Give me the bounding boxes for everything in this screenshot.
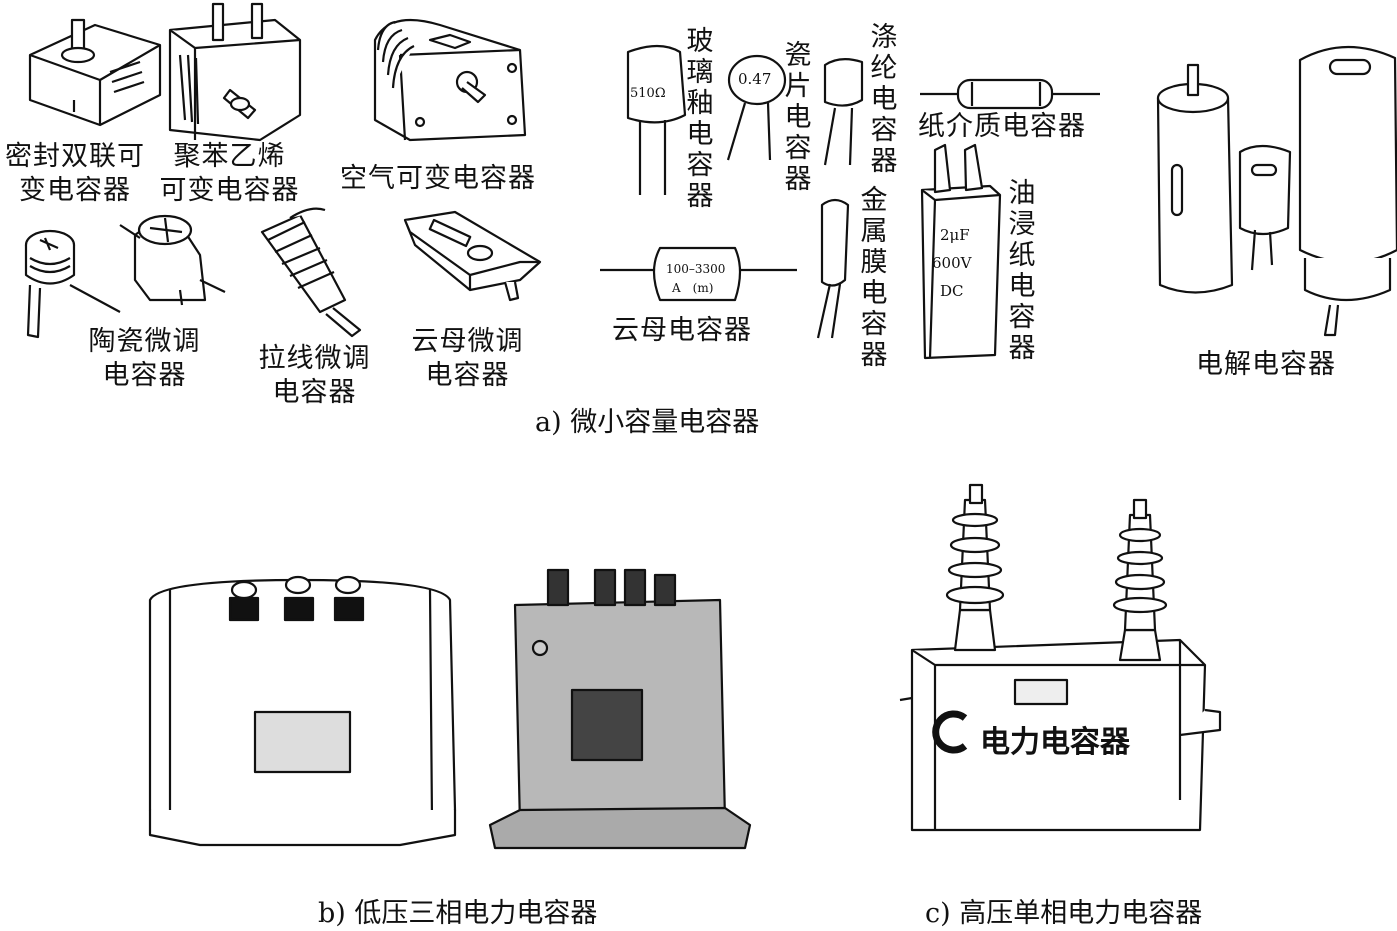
label-polyester: 涤纶电容器: [870, 22, 898, 177]
label-glass-glaze: 玻璃釉电容器: [686, 26, 714, 212]
label-line: 电容器: [272, 377, 357, 408]
label-line: 电容器: [425, 360, 510, 391]
label-ceramic-disc: 瓷片电容器: [784, 40, 812, 195]
label-line: 可变电容器: [159, 175, 300, 206]
label-mica-trim: 云母微调 电容器: [405, 325, 530, 393]
ceramic-trim-capacitor-drawing: [24, 214, 226, 339]
oil-paper-marking-line3: DC: [940, 282, 964, 300]
low-voltage-capacitor-1-drawing: [148, 575, 457, 847]
mica-capacitor-drawing: [600, 246, 797, 302]
label-sealed-dual: 密封双联可 变电容器: [0, 140, 150, 208]
label-polystyrene: 聚苯乙烯 可变电容器: [152, 140, 307, 208]
label-mica: 云母电容器: [612, 315, 752, 346]
label-line: 聚苯乙烯: [173, 141, 286, 172]
paper-capacitor-drawing: [920, 78, 1100, 110]
label-line: 拉线微调: [258, 343, 371, 374]
label-line: 电容器: [102, 360, 187, 391]
ceramic-disc-marking: 0.47: [738, 70, 771, 88]
label-metal-film: 金属膜电容器: [860, 185, 888, 371]
low-voltage-capacitor-2-drawing: [488, 568, 752, 850]
label-ceramic-trim: 陶瓷微调 电容器: [82, 325, 207, 393]
oil-paper-marking-line1: 2μF: [940, 226, 970, 244]
caption-section-a: a) 微小容量电容器: [535, 407, 760, 438]
label-oil-paper: 油浸纸电容器: [1008, 178, 1036, 364]
hv-body-label: 电力电容器: [980, 725, 1131, 760]
glass-glaze-marking: 510Ω: [630, 86, 666, 101]
electrolytic-capacitor-drawing: [1156, 45, 1397, 337]
polyester-capacitor-drawing: [823, 58, 864, 166]
glass-glaze-capacitor-drawing: [626, 44, 687, 195]
label-line: 云母微调: [411, 326, 524, 357]
label-wire-trim: 拉线微调 电容器: [252, 342, 377, 410]
label-line: 陶瓷微调: [88, 326, 201, 357]
label-line: 密封双联可: [5, 141, 145, 172]
caption-section-b: b) 低压三相电力电容器: [318, 898, 598, 929]
label-paper: 纸介质电容器: [918, 111, 1086, 142]
mica-marking-line1: 100–3300: [666, 262, 725, 276]
metal-film-capacitor-drawing: [816, 198, 850, 339]
mica-marking-line2: A (m): [671, 281, 713, 295]
wire-trim-capacitor-drawing: [260, 207, 362, 338]
label-line: 变电容器: [19, 175, 131, 206]
polystyrene-variable-capacitor-drawing: [168, 2, 302, 142]
power-capacitor-logo-icon: [932, 710, 968, 754]
oil-paper-capacitor-drawing: [920, 143, 1002, 360]
oil-paper-marking-line2: 600V: [932, 254, 973, 272]
high-voltage-capacitor-drawing: [899, 483, 1222, 832]
sealed-dual-variable-capacitor-drawing: [28, 18, 162, 127]
label-air-variable: 空气可变电容器: [340, 163, 536, 194]
ceramic-disc-capacitor-drawing: [726, 54, 787, 161]
air-variable-capacitor-drawing: [373, 18, 527, 142]
mica-trim-capacitor-drawing: [403, 210, 542, 302]
caption-section-c: c) 高压单相电力电容器: [925, 898, 1203, 929]
label-electrolytic: 电解电容器: [1196, 349, 1336, 380]
